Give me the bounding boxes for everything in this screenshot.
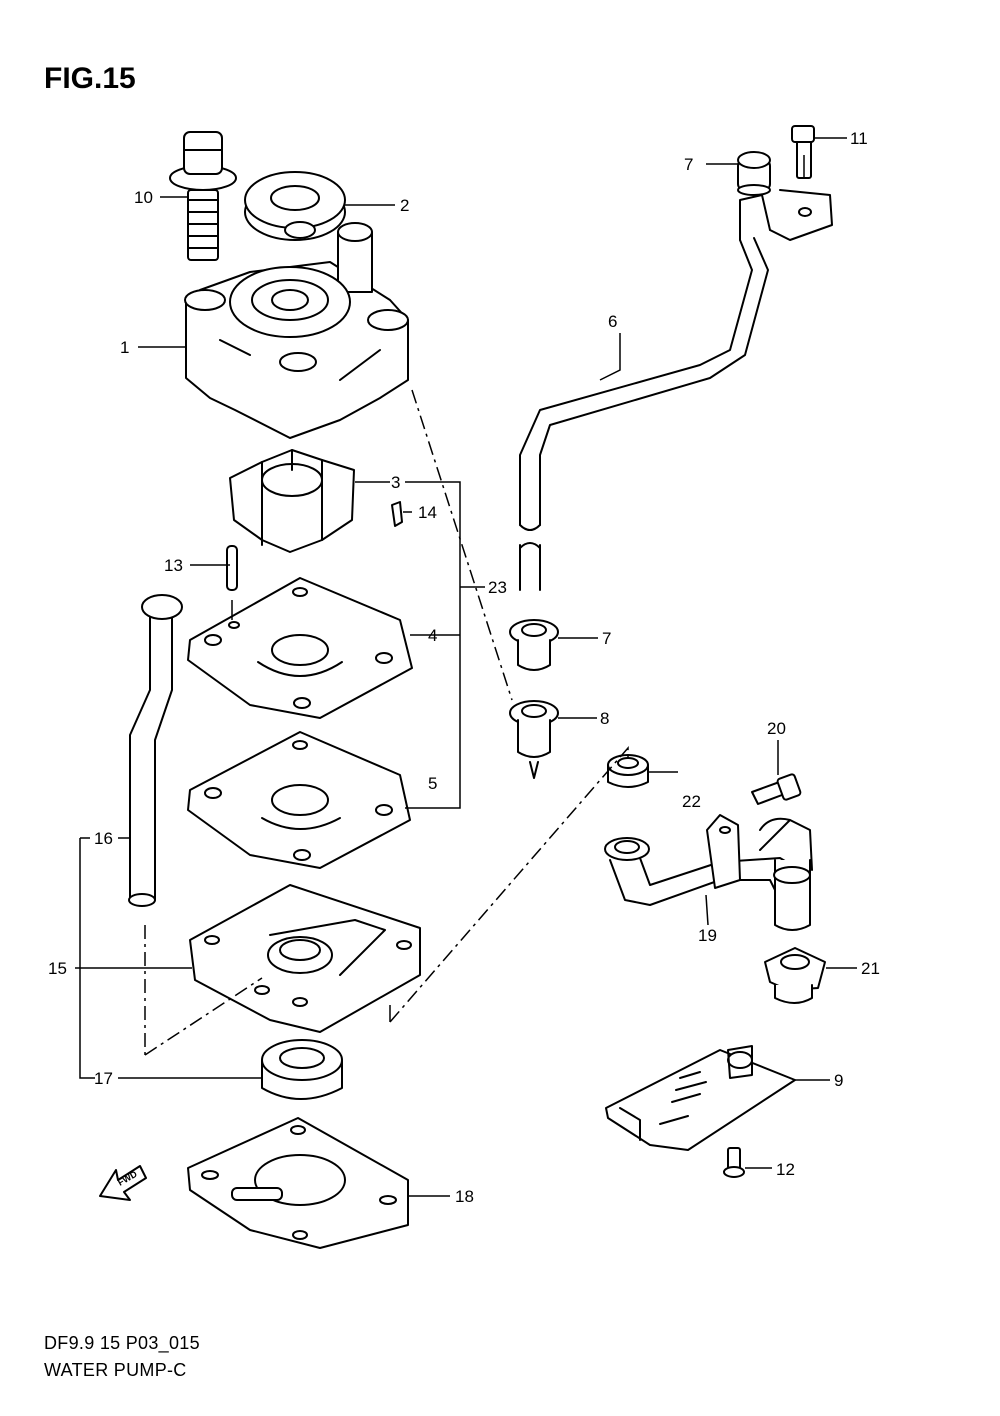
callout-5: 5	[428, 774, 437, 793]
callout-10: 10	[134, 188, 153, 207]
part-9-anode-plate	[605, 1045, 796, 1151]
part-13-pin	[226, 545, 238, 591]
part-8-grommet	[509, 700, 559, 779]
callout-14: 14	[418, 503, 437, 522]
section-name: WATER PUMP-C	[44, 1360, 187, 1380]
part-7-grommet-mid	[509, 619, 559, 671]
callout-19: 19	[698, 926, 717, 945]
callout-6: 6	[608, 312, 617, 331]
callout-9: 9	[834, 1071, 843, 1090]
assembly-line-pump	[411, 389, 513, 701]
callout-1: 1	[120, 338, 129, 357]
part-16-hose	[128, 594, 183, 907]
part-20-bolt	[751, 773, 802, 805]
callout-4: 4	[428, 626, 437, 645]
part-5-gasket	[187, 731, 411, 869]
model-code: DF9.9 15 P03_015	[44, 1333, 200, 1353]
callout-16: 16	[94, 829, 113, 848]
part-17-oil-seal	[261, 1039, 343, 1100]
callout-23: 23	[488, 578, 507, 597]
figure-title: FIG.15	[44, 62, 136, 95]
part-12-screw	[723, 1147, 745, 1178]
part-18-bottom-gasket	[187, 1117, 409, 1249]
callout-3: 3	[391, 473, 400, 492]
callout-20: 20	[767, 719, 786, 738]
callout-7-mid: 7	[602, 629, 611, 648]
part-11-bolt	[791, 125, 815, 179]
fwd-arrow-icon: FWD	[99, 1165, 147, 1201]
part-22-collar	[607, 754, 649, 788]
part-15-lower-case	[189, 884, 421, 1033]
callout-17: 17	[94, 1069, 113, 1088]
assembly-line-case	[144, 925, 263, 1056]
part-10-bolt	[169, 131, 237, 261]
callout-8: 8	[600, 709, 609, 728]
part-2-seal-ring	[244, 171, 346, 241]
callout-2: 2	[400, 196, 409, 215]
part-4-upper-plate	[187, 577, 413, 719]
callout-12: 12	[776, 1160, 795, 1179]
part-1-pump-case	[184, 221, 409, 439]
leader-lines	[75, 137, 857, 1197]
part-21-grommet	[764, 947, 826, 1004]
callout-11: 11	[850, 129, 868, 148]
callout-22: 22	[682, 792, 701, 811]
callout-18: 18	[455, 1187, 474, 1206]
part-14-key	[391, 501, 403, 527]
part-7-grommet-top	[737, 151, 771, 196]
callout-13: 13	[164, 556, 183, 575]
callout-21: 21	[861, 959, 880, 978]
assembly-line-pipe	[389, 745, 629, 1023]
part-19-pipe	[604, 814, 813, 931]
part-3-impeller	[229, 449, 355, 553]
callout-15: 15	[48, 959, 67, 978]
part-6-water-pipe	[519, 189, 833, 591]
callout-7-top: 7	[684, 155, 693, 174]
